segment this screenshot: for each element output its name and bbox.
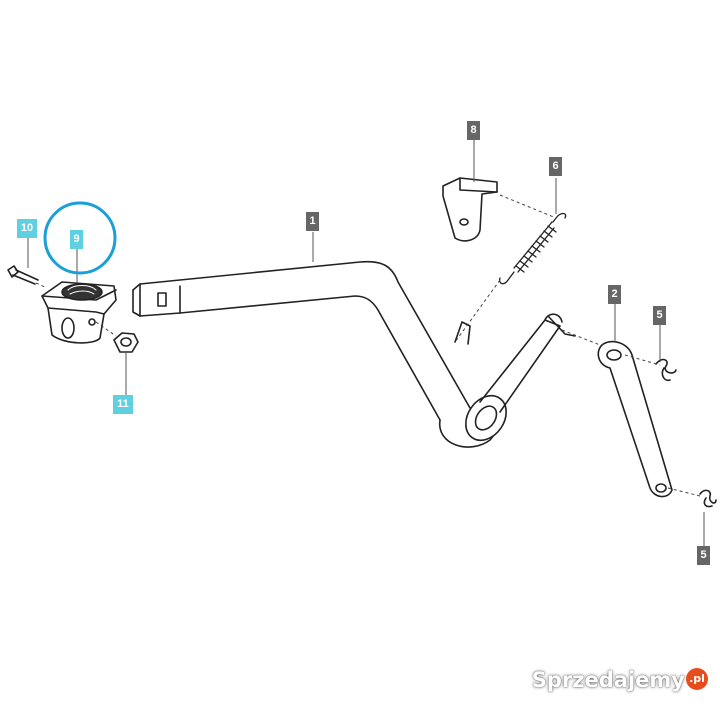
- callout-part-6: 6: [549, 157, 562, 176]
- callout-part-5-upper: 5: [653, 306, 666, 325]
- callout-part-11: 11: [113, 395, 133, 414]
- callout-part-9: 9: [70, 230, 83, 249]
- watermark-suffix: .pl: [686, 668, 708, 690]
- bolt-part-10: [7, 265, 39, 285]
- lever-arm-part-1: [132, 260, 576, 448]
- clip-part-5-upper: [655, 358, 677, 382]
- callout-part-10: 10: [17, 219, 37, 238]
- watermark-logo: Sprzedajemy.pl: [532, 668, 708, 692]
- callout-part-2: 2: [608, 285, 621, 304]
- callout-part-5-lower: 5: [697, 546, 710, 565]
- callout-part-1: 1: [306, 212, 319, 231]
- highlight-circle: [43, 201, 117, 275]
- watermark-text: Sprzedajemy: [531, 668, 685, 692]
- callout-part-8: 8: [467, 121, 480, 140]
- clip-part-5-lower: [699, 489, 717, 508]
- nut-part-11: [113, 332, 139, 353]
- bracket-part-8: [442, 177, 498, 242]
- pedal-pad-part-9: [41, 281, 117, 344]
- link-arm-part-2: [597, 340, 673, 498]
- spring-part-6: [498, 212, 567, 285]
